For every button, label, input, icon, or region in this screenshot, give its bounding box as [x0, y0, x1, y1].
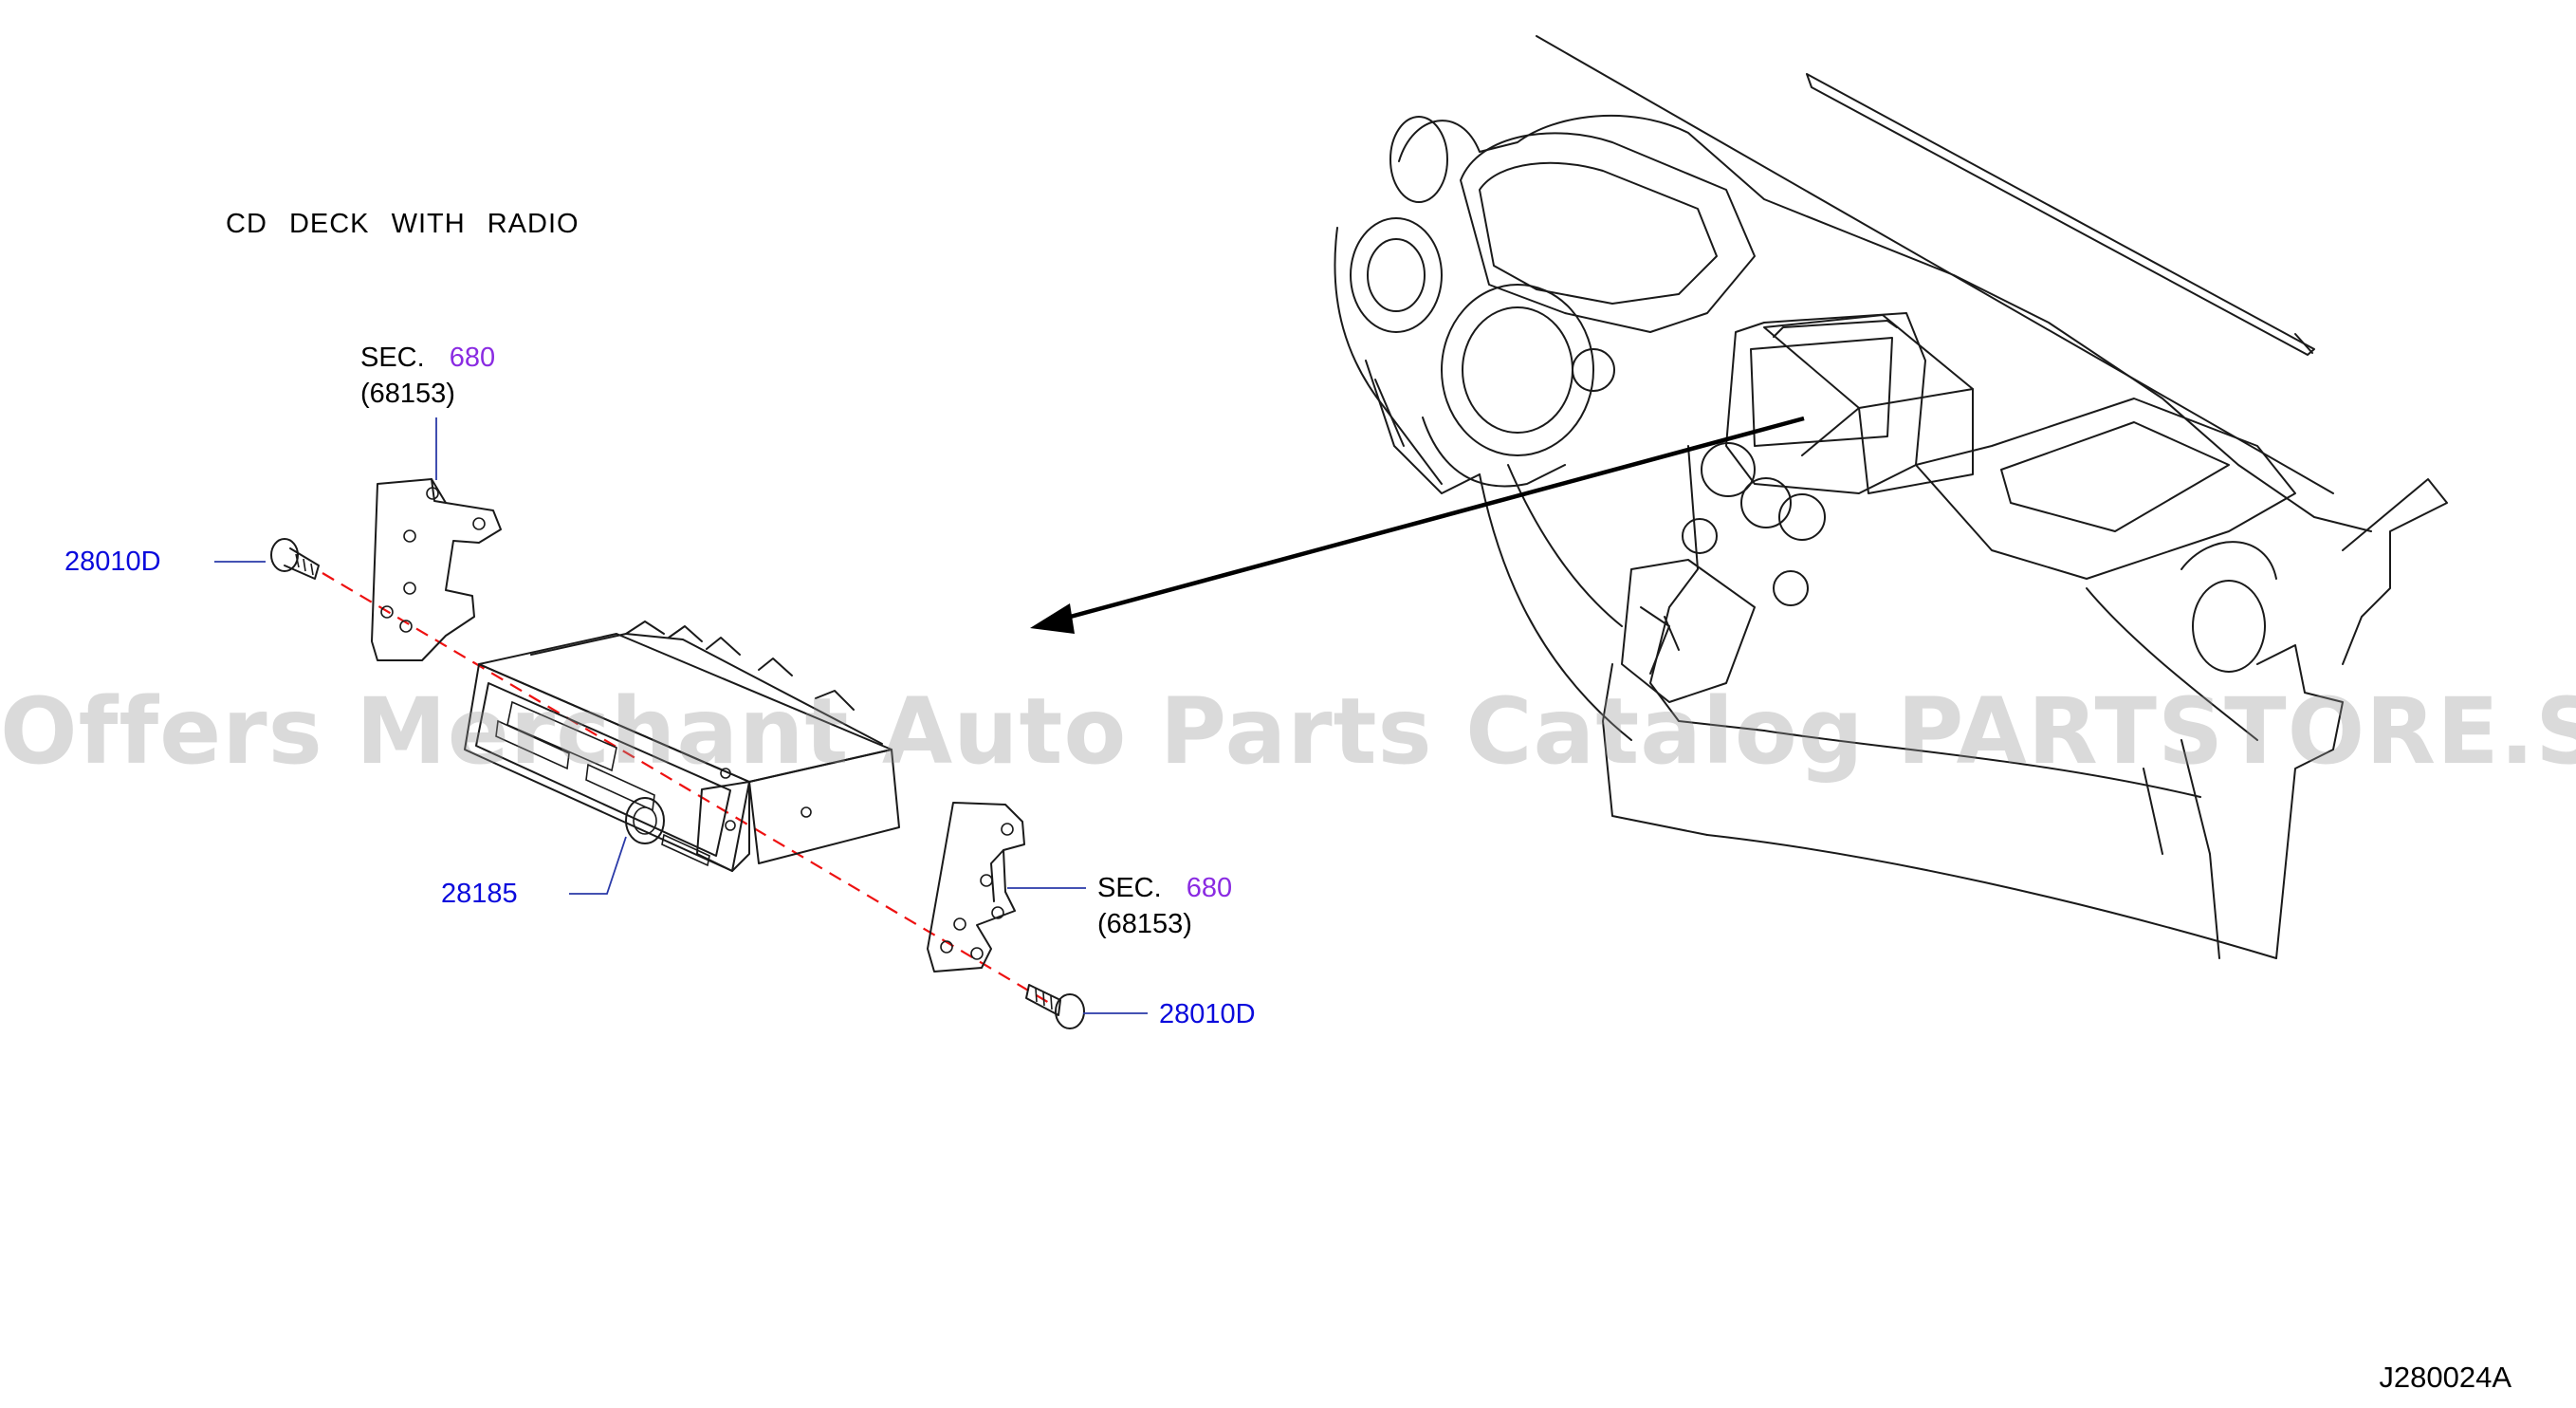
part-number-screw-right[interactable]: 28010D	[1159, 999, 1256, 1029]
right-bracket-drawing	[927, 802, 1025, 973]
left-screw-drawing	[270, 538, 320, 580]
sec-prefix-left: SEC.	[360, 343, 425, 373]
part-number-screw-left[interactable]: 28010D	[64, 547, 161, 577]
left-bracket-drawing	[371, 478, 502, 661]
dashboard-outline	[1334, 35, 2448, 959]
sec-sub-right: (68153)	[1097, 909, 1192, 939]
location-arrow	[1030, 416, 1805, 634]
sec-label-right: SEC. 680	[1097, 875, 1232, 902]
sec-number-left-link[interactable]: 680	[449, 343, 496, 373]
right-screw-drawing	[1025, 984, 1085, 1029]
assembly-center-line	[322, 572, 1052, 1005]
sec-label-left: SEC. 680	[360, 344, 495, 372]
figure-code: J280024A	[2379, 1361, 2512, 1394]
leader-lines	[214, 417, 1148, 1014]
sec-prefix-right: SEC.	[1097, 873, 1162, 903]
part-number-cd-deck[interactable]: 28185	[441, 879, 518, 909]
sec-number-right-link[interactable]: 680	[1186, 873, 1233, 903]
sec-sub-left: (68153)	[360, 379, 455, 409]
diagram-title: CD DECK WITH RADIO	[226, 209, 580, 239]
cd-deck-drawing	[464, 621, 900, 872]
